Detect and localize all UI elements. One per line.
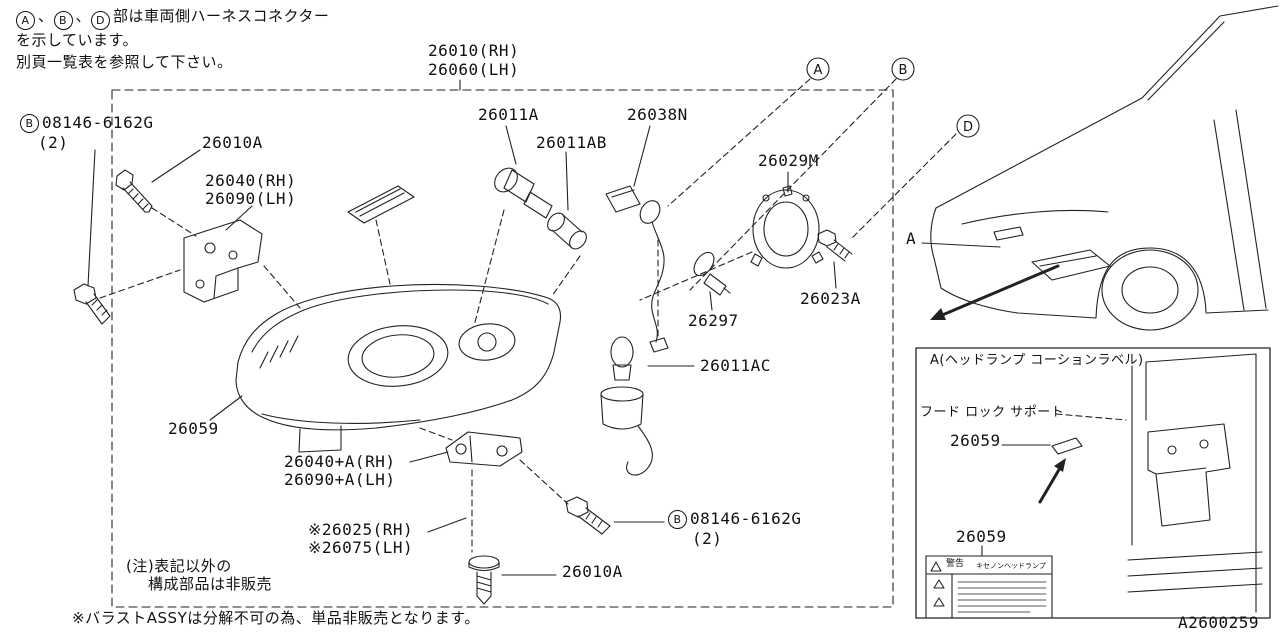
part-label-26060-lh: 26060(LH) (428, 60, 520, 79)
alignment-lines (99, 78, 1127, 553)
part-label-26023a: 26023A (800, 289, 861, 308)
part-label-26090-lh: 26090(LH) (205, 189, 297, 208)
main-diagram-frame (111, 89, 894, 608)
note-line1: (注)表記以外の (126, 557, 232, 575)
screw-bottom-drawing (468, 555, 500, 605)
marker-b: B (899, 63, 908, 78)
ballast-note: ※バラストASSYは分解不可の為、単品非販売となります。 (72, 609, 480, 627)
ring-screw-drawing (817, 229, 853, 262)
warning-label-subtitle: キセノンヘッドランプ (976, 562, 1046, 570)
lower-bracket-drawing (445, 431, 523, 467)
part-label-26090a-lh: 26090+A(LH) (284, 470, 396, 489)
leader-lines (87, 79, 1051, 576)
bolt-bottom-qty: (2) (692, 529, 723, 548)
car-illustration (930, 5, 1279, 331)
note-line2: 構成部品は非販売 (148, 575, 273, 593)
note-separator: 、 (75, 7, 92, 25)
part-label-26040a-rh: 26040+A(RH) (284, 452, 396, 471)
hood-lock-support-label: フード ロック サポート (920, 405, 1065, 420)
part-label-26025-rh: ※26025(RH) (308, 520, 414, 539)
bolt-top-number: 08146-6162G (42, 113, 154, 133)
headlamp-housing-drawing (235, 283, 562, 453)
part-label-26038n: 26038N (627, 105, 688, 124)
part-label-26010a-bottom: 26010A (562, 562, 623, 581)
part-label-26040-rh: 26040(RH) (205, 171, 297, 190)
part-label-26059-detail: 26059 (950, 431, 1001, 450)
screw-top-drawing (115, 169, 153, 213)
part-label-26011a: 26011A (478, 105, 539, 124)
note-text: 部は車両側ハーネスコネクター (113, 7, 330, 25)
bolt-left-drawing (73, 283, 111, 325)
circled-d-inline: D (91, 11, 111, 30)
warning-label-title: 警告 (946, 559, 965, 569)
part-label-26029m: 26029M (758, 151, 819, 170)
part-label-26010a-top: 26010A (202, 133, 263, 152)
marker-d: D (963, 120, 973, 135)
circled-a-inline: A (16, 11, 35, 30)
bolt-bottom-drawing (565, 496, 611, 535)
part-label-26075-lh: ※26075(LH) (308, 538, 414, 557)
bolt-top-qty: (2) (38, 133, 69, 152)
retaining-ring-drawing (750, 185, 824, 269)
part-label-26059-sticker: 26059 (956, 527, 1007, 546)
circled-b-inline: B (53, 11, 73, 30)
small-bulb-drawing (693, 251, 731, 296)
car-pointer-label: A (906, 229, 917, 248)
note-separator: 、 (38, 7, 54, 25)
detail-box-drawing (915, 347, 1271, 619)
upper-bracket-drawing (183, 219, 263, 303)
clearance-bulb-drawing (600, 336, 653, 476)
diagram-code: A2600259 (1178, 613, 1260, 632)
harness-socket-drawing (605, 185, 669, 353)
part-label-26010-rh: 26010(RH) (428, 41, 520, 60)
circled-b-ref-bottom: B (668, 510, 687, 529)
marker-a: A (814, 63, 823, 78)
bulb-holder-drawing (547, 212, 587, 250)
circled-b-ref: B (20, 114, 39, 133)
part-label-26059-main: 26059 (168, 419, 219, 438)
bolt-bottom-number: 08146-6162G (690, 509, 802, 529)
gasket-drawing (347, 185, 415, 224)
harness-note-line3: 別頁一覧表を参照して下さい。 (16, 53, 233, 71)
harness-note-line2: を示しています。 (16, 31, 139, 49)
part-label-26011ab: 26011AB (536, 133, 607, 152)
part-label-26011ac: 26011AC (700, 356, 771, 375)
part-label-26297: 26297 (688, 311, 739, 330)
connector-markers: A B D (806, 57, 980, 138)
detail-box-title: A(ヘッドランプ コーションラベル) (930, 353, 1144, 368)
headlamp-bulb-drawing (494, 167, 553, 219)
